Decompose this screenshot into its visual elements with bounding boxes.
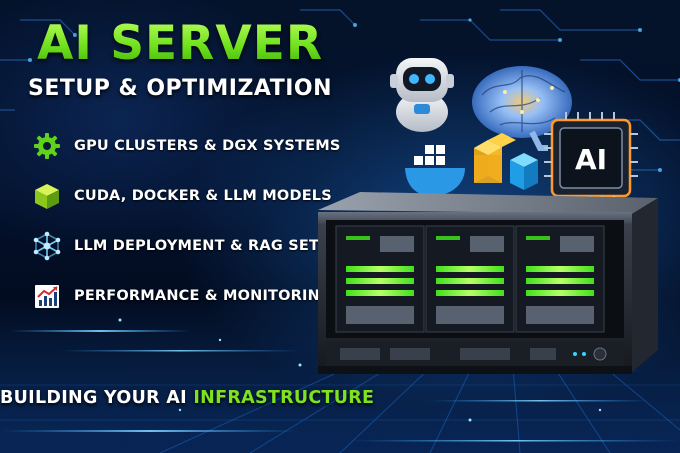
feature-item-gpu-clusters: GPU CLUSTERS & DGX SYSTEMS	[30, 128, 341, 164]
feature-item-cuda-docker: CUDA, DOCKER & LLM MODELS	[30, 178, 332, 214]
network-icon	[30, 229, 64, 263]
robot-icon	[390, 58, 454, 132]
feature-label: GPU CLUSTERS & DGX SYSTEMS	[74, 138, 341, 154]
feature-label: PERFORMANCE & MONITORING	[74, 288, 333, 304]
footer-highlight: INFRASTRUCTURE	[193, 388, 375, 408]
subtitle: SETUP & OPTIMIZATION	[27, 76, 333, 101]
feature-item-performance: PERFORMANCE & MONITORING	[30, 278, 332, 314]
cube-icon	[30, 179, 64, 213]
cube-stack-icon	[474, 133, 538, 190]
ai-chip-icon: AI	[544, 112, 638, 204]
gear-icon	[30, 129, 64, 163]
footer-lead: BUILDING YOUR AI	[0, 388, 187, 408]
server-rack-image	[318, 192, 658, 374]
feature-item-llm-deployment: LLM DEPLOYMENT & RAG SETUP	[30, 228, 342, 264]
main-title: AI SERVER	[0, 18, 360, 70]
docker-icon	[405, 145, 465, 196]
footer-tagline: BUILDING YOUR AI INFRASTRUCTURE	[0, 388, 374, 408]
chip-label: AI	[575, 143, 607, 176]
brain-icon	[472, 66, 572, 151]
feature-label: LLM DEPLOYMENT & RAG SETUP	[74, 238, 342, 254]
title-block: AI SERVER SETUP & OPTIMIZATION	[0, 18, 360, 102]
chart-icon	[30, 279, 64, 313]
feature-label: CUDA, DOCKER & LLM MODELS	[74, 188, 332, 204]
